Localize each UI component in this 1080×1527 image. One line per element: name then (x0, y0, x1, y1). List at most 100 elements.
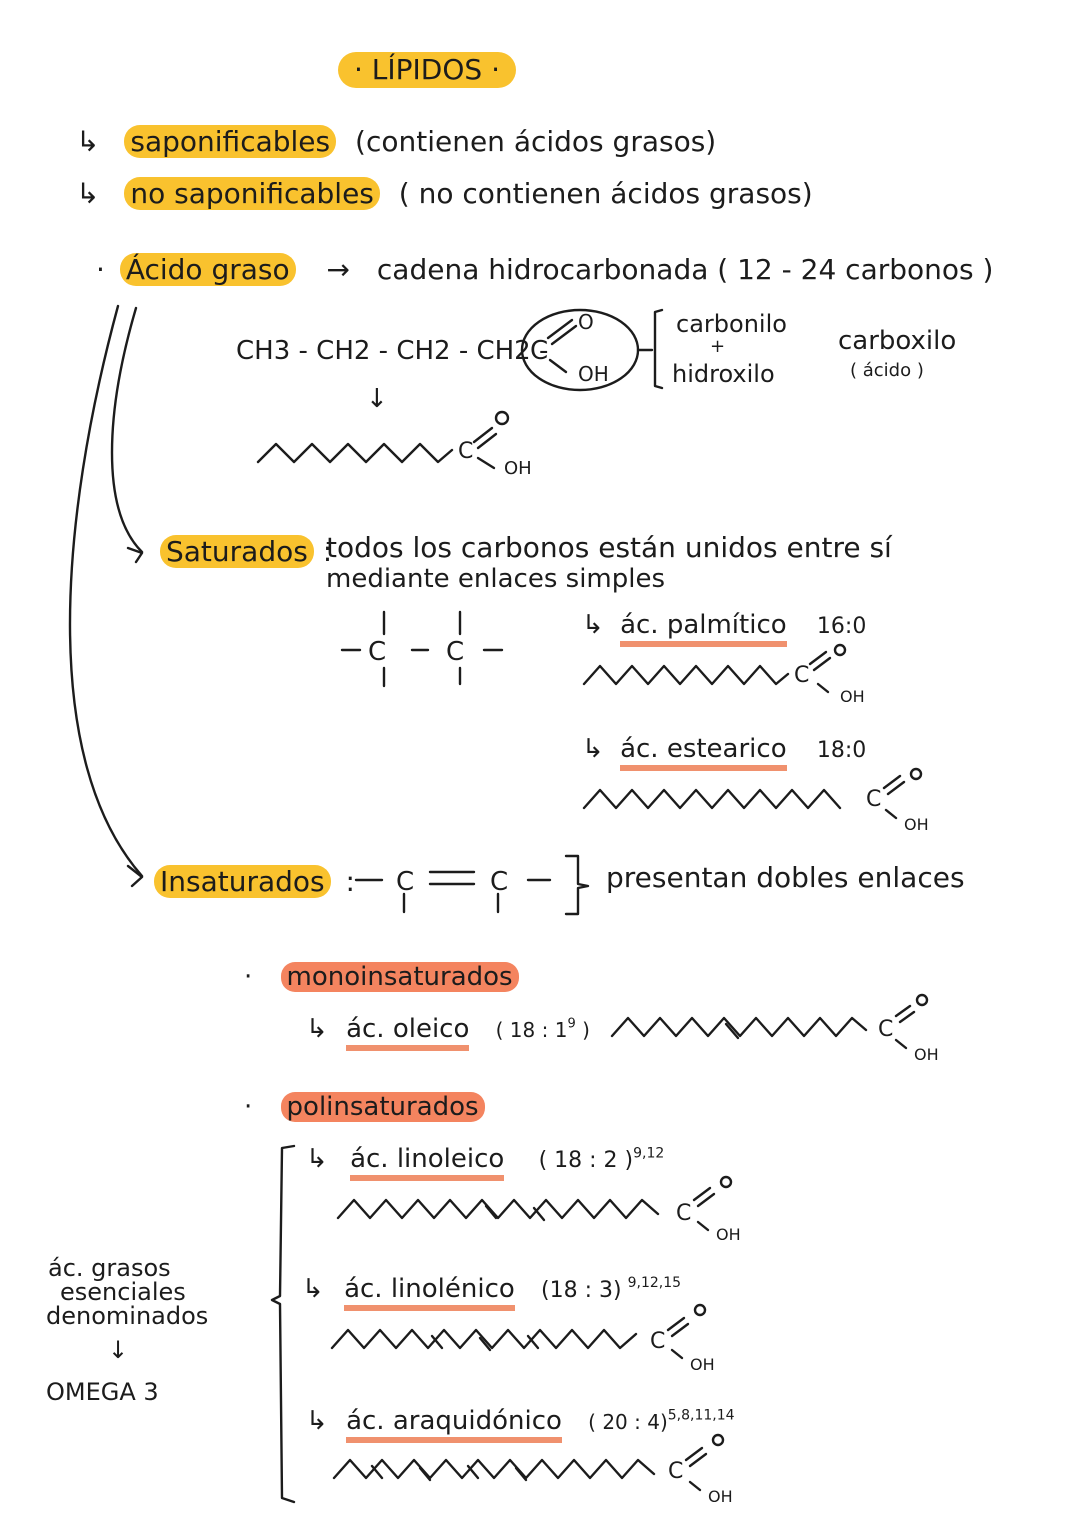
svg-text:C: C (878, 1017, 893, 1042)
brace-label-carbonilo: carbonilo (676, 310, 787, 338)
example-name: ác. araquidónico (346, 1406, 562, 1443)
svg-text:C: C (668, 1459, 683, 1484)
arrow-icon: ↳ (302, 1274, 324, 1304)
saturated-definition-2: mediante enlaces simples (326, 564, 666, 594)
carboxyl-circle (520, 308, 640, 392)
example-superscript: 9,12 (633, 1145, 665, 1162)
svg-text:C: C (676, 1201, 691, 1226)
example-superscript: 9,12,15 (627, 1275, 682, 1292)
classification-row-1: ↳ saponificables (contienen ácidos graso… (76, 125, 717, 158)
skeletal-double-bond-1 (472, 426, 494, 444)
example-name: ác. linolénico (344, 1274, 515, 1311)
example-notation: 16:0 (816, 614, 867, 639)
bullet-dot: · (244, 962, 253, 992)
formula-group-c: C (530, 336, 549, 366)
fatty-acid-definition: cadena hidrocarbonada ( 12 - 24 carbonos… (376, 253, 994, 286)
svg-text:C: C (794, 663, 809, 688)
skeletal-oh-bond (476, 456, 496, 470)
arrow-right-icon: → (326, 253, 350, 286)
note-no-saponificables: ( no contienen ácidos grasos) (398, 177, 813, 210)
term-polinsaturados: polinsaturados (280, 1092, 485, 1122)
formula-group-oh: OH (578, 362, 609, 386)
svg-text:OH: OH (840, 687, 865, 706)
svg-text:C: C (650, 1329, 665, 1354)
example-notation: ( 18 : 1 (495, 1018, 568, 1042)
example-estearico: ↳ ác. estearico 18:0 (582, 734, 867, 771)
example-palmitico: ↳ ác. palmítico 16:0 (582, 610, 867, 647)
term-monoinsaturados: monoinsaturados (280, 962, 519, 992)
skeletal-double-bond-2 (476, 432, 498, 450)
stearic-structure: C OH (582, 767, 929, 834)
arrow-icon: ↳ (306, 1406, 328, 1436)
note-saponificables: (contienen ácidos grasos) (355, 125, 717, 158)
svg-text:C: C (368, 637, 386, 667)
unsaturated-bond-diagram: C C (354, 854, 590, 916)
page-title: · LÍPIDOS · (338, 52, 516, 88)
brace-label-hidroxilo: hidroxilo (672, 360, 775, 388)
svg-text:OH: OH (716, 1225, 741, 1244)
arachidonic-structure: C OH (332, 1433, 733, 1506)
example-name: ác. oleico (346, 1014, 470, 1051)
svg-text:OH: OH (690, 1355, 715, 1374)
svg-text:C: C (396, 867, 414, 897)
example-notation: ( 18 : 2 ) (538, 1148, 634, 1173)
example-superscript: 5,8,11,14 (667, 1407, 735, 1424)
svg-text:C: C (490, 867, 508, 897)
side-note-line-2: esenciales (60, 1278, 186, 1306)
result-carboxilo: carboxilo (838, 326, 957, 356)
example-notation: (18 : 3) (541, 1278, 622, 1303)
arrow-to-insaturados (68, 304, 144, 878)
saturated-row: Saturados : (160, 535, 332, 568)
example-notation: 18:0 (816, 738, 867, 763)
arrow-icon: ↳ (76, 125, 100, 158)
classification-row-2: ↳ no saponificables ( no contienen ácido… (76, 177, 813, 210)
example-notation: ( 20 : 4) (588, 1410, 668, 1434)
bracket-icon (653, 308, 664, 390)
svg-text:OH: OH (914, 1045, 939, 1064)
palmitic-structure: C OH (582, 643, 865, 706)
arrow-head (126, 864, 144, 888)
poly-brace-icon (270, 1144, 296, 1504)
arrow-icon: ↳ (76, 177, 100, 210)
fatty-acid-row: · Ácido graso → cadena hidrocarbonada ( … (96, 253, 994, 286)
term-no-saponificables: no saponificables (124, 177, 380, 210)
zigzag-chain (256, 442, 454, 464)
svg-text:C: C (866, 787, 881, 812)
arrow-icon: ↳ (582, 734, 604, 764)
arrow-icon: ↳ (582, 610, 604, 640)
term-insaturados: Insaturados (154, 865, 331, 898)
formula-group-o: O (578, 310, 594, 334)
term-saturados: Saturados (160, 535, 314, 568)
svg-text:OH: OH (904, 815, 929, 834)
arrow-head (126, 546, 144, 564)
bullet-dot: · (96, 253, 105, 286)
unsaturated-row: Insaturados : (154, 865, 355, 898)
example-linoleico: ↳ ác. linoleico ( 18 : 2 )9,12 (306, 1144, 665, 1181)
side-note-arrow-icon: ↓ (108, 1336, 129, 1364)
arrow-icon: ↳ (306, 1014, 328, 1044)
saturated-definition-1: todos los carbonos están unidos entre sí (326, 531, 892, 564)
side-note-line-3: denominados (46, 1302, 209, 1330)
result-acido: ( ácido ) (850, 360, 924, 381)
example-superscript: 9 (567, 1016, 576, 1032)
oh-bond (548, 358, 568, 374)
example-name: ác. estearico (620, 734, 787, 771)
colon: : (345, 865, 355, 898)
poly-row: · polinsaturados (244, 1092, 485, 1122)
skeletal-c: C (458, 439, 473, 464)
skeletal-o-atom (494, 410, 510, 426)
term-acido-graso: Ácido graso (119, 253, 296, 286)
double-bond-bottom (550, 324, 578, 346)
formula-chain: CH3 - CH2 - CH2 - CH2 - (236, 336, 549, 366)
skeletal-oh: OH (504, 458, 532, 479)
double-bond-top (546, 318, 574, 340)
mono-row: · monoinsaturados (244, 962, 519, 992)
example-linolenico: ↳ ác. linolénico (18 : 3) 9,12,15 (302, 1274, 682, 1311)
bullet-dot: · (244, 1092, 253, 1122)
example-araquidonico: ↳ ác. araquidónico ( 20 : 4)5,8,11,14 (306, 1406, 735, 1443)
down-arrow-icon: ↓ (366, 384, 388, 414)
brace-label-plus: + (710, 336, 726, 357)
svg-text:OH: OH (708, 1487, 733, 1506)
example-name: ác. palmítico (620, 610, 787, 647)
